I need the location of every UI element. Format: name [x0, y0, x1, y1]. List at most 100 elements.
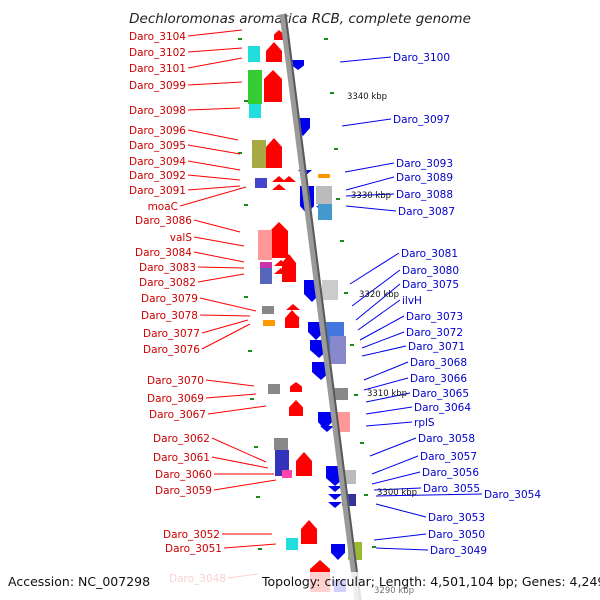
tick-mark: [250, 398, 254, 400]
gene-feature-box: [258, 230, 272, 260]
gene-label-daro_3088: Daro_3088: [396, 189, 453, 201]
gene-label-daro_3094: Daro_3094: [129, 156, 186, 168]
leader-line: [363, 361, 409, 381]
gene-feature-box: [286, 538, 298, 550]
gene-label-daro_3058: Daro_3058: [418, 433, 475, 445]
leader-line: [361, 331, 405, 349]
gene-label-daro_3092: Daro_3092: [129, 170, 186, 182]
leader-line: [355, 283, 401, 321]
gene-feature-box: [275, 450, 289, 476]
gene-label-daro_3067: Daro_3067: [149, 409, 206, 421]
gene-feature-box: [260, 262, 272, 268]
gene-label-daro_3066: Daro_3066: [410, 373, 467, 385]
leader-line: [187, 57, 243, 69]
leader-line: [375, 547, 429, 551]
forward-gene-chevron: [274, 268, 288, 274]
forward-gene-chevron: [272, 176, 286, 182]
leader-line: [205, 379, 255, 387]
leader-line: [369, 437, 417, 457]
leader-line: [339, 56, 392, 63]
tick-mark: [334, 148, 338, 150]
gene-label-daro_3057: Daro_3057: [420, 451, 477, 463]
gene-label-daro_3083: Daro_3083: [139, 262, 196, 274]
forward-gene-chevron: [272, 184, 286, 190]
gene-label-daro_3087: Daro_3087: [398, 206, 455, 218]
tick-mark: [244, 296, 248, 298]
gene-label-daro_3101: Daro_3101: [129, 63, 186, 75]
gene-label-daro_3054: Daro_3054: [484, 489, 541, 501]
tick-mark: [258, 548, 262, 550]
gene-label-daro_3049: Daro_3049: [430, 545, 487, 557]
gene-labels: Daro_3104Daro_3102Daro_3101Daro_3099Daro…: [129, 31, 541, 585]
gene-label-daro_3084: Daro_3084: [135, 247, 192, 259]
leader-line: [187, 29, 243, 37]
leader-line: [341, 118, 392, 127]
reverse-gene-chevron: [320, 418, 334, 424]
gene-label-vals: valS: [170, 232, 193, 244]
leader-line: [187, 174, 241, 181]
reverse-gene-arrow: [331, 544, 345, 560]
reverse-gene-arrow: [292, 60, 304, 70]
reverse-gene-chevron: [328, 502, 342, 508]
forward-gene-arrow: [282, 254, 296, 282]
leader-line: [187, 144, 241, 155]
forward-gene-arrow: [296, 452, 312, 476]
leader-line: [373, 487, 422, 491]
gene-feature-box: [318, 204, 332, 220]
leader-line: [365, 392, 411, 403]
gene-label-daro_3072: Daro_3072: [406, 327, 463, 339]
leader-line: [351, 269, 401, 307]
accession-text: Accession: NC_007298: [8, 574, 150, 589]
gene-feature-box: [282, 470, 292, 478]
gene-feature-box: [316, 186, 332, 204]
leader-line: [201, 323, 251, 350]
leader-line: [187, 107, 241, 111]
leader-line: [223, 543, 277, 549]
gene-label-daro_3095: Daro_3095: [129, 140, 186, 152]
forward-gene-arrow: [266, 138, 282, 168]
leader-line: [349, 252, 400, 285]
tick-mark: [340, 240, 344, 242]
leader-line: [211, 456, 269, 469]
forward-gene-arrow: [289, 400, 303, 416]
leader-line: [187, 185, 241, 191]
gene-feature-box: [334, 388, 348, 400]
forward-gene-arrow: [266, 42, 282, 62]
gene-label-ilvh: ilvH: [402, 295, 422, 307]
gene-label-moac: moaC: [148, 201, 178, 213]
gene-feature-box: [268, 384, 280, 394]
leader-line: [345, 205, 397, 212]
gene-label-daro_3062: Daro_3062: [153, 433, 210, 445]
tick-mark: [350, 344, 354, 346]
tick-mark: [364, 494, 368, 496]
gene-label-daro_3086: Daro_3086: [135, 215, 192, 227]
leader-line: [375, 503, 427, 518]
gene-label-daro_3070: Daro_3070: [147, 375, 204, 387]
leader-line: [197, 273, 245, 283]
gene-label-daro_3089: Daro_3089: [396, 172, 453, 184]
gene-feature-box: [249, 104, 261, 118]
gene-label-daro_3080: Daro_3080: [402, 265, 459, 277]
kbp-tick-3310: 3310 kbp: [367, 389, 407, 399]
leader-line: [193, 251, 245, 263]
gene-label-daro_3052: Daro_3052: [163, 529, 220, 541]
gene-feature-box: [248, 46, 260, 62]
gene-label-daro_3078: Daro_3078: [141, 310, 198, 322]
tick-mark: [330, 92, 334, 94]
gene-label-daro_3065: Daro_3065: [412, 388, 469, 400]
gene-label-daro_3069: Daro_3069: [147, 393, 204, 405]
reverse-gene-chevron: [328, 494, 342, 500]
gene-label-daro_3104: Daro_3104: [129, 31, 186, 43]
tick-mark: [254, 446, 258, 448]
gene-label-daro_3050: Daro_3050: [428, 529, 485, 541]
reverse-gene-chevron: [320, 426, 334, 432]
tick-mark: [244, 204, 248, 206]
forward-gene-arrow: [301, 520, 317, 544]
leader-line: [193, 236, 245, 247]
gene-label-daro_3100: Daro_3100: [393, 52, 450, 64]
gene-label-daro_3056: Daro_3056: [422, 467, 479, 479]
gene-label-daro_3082: Daro_3082: [139, 277, 196, 289]
leader-line: [371, 455, 419, 475]
